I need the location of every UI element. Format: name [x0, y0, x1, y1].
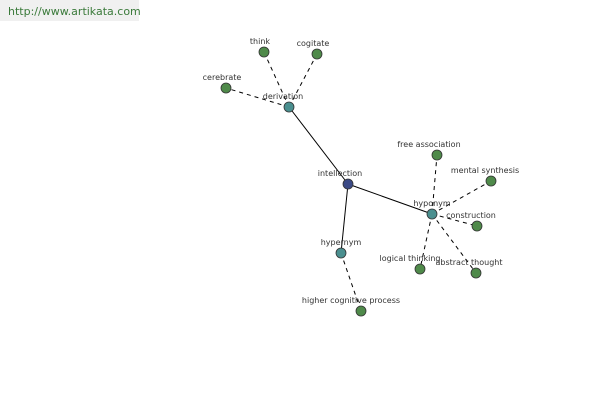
- graph-nodes: [220, 46, 497, 317]
- edge-intellection-hypernym: [340, 183, 349, 254]
- term-label-logical-thinking: logical thinking: [380, 254, 441, 263]
- edge-intellection-hyponym: [347, 183, 433, 215]
- edge-derivation-cogitate: [288, 53, 318, 108]
- graph-labels: intellection derivation hyponym hypernym thi…: [203, 37, 519, 305]
- term-node-cerebrate[interactable]: [220, 82, 232, 94]
- edge-hyponym-free-association: [431, 154, 438, 215]
- term-label-cerebrate: cerebrate: [203, 73, 242, 82]
- term-node-think[interactable]: [258, 46, 270, 58]
- term-node-mental-synthesis[interactable]: [485, 175, 497, 187]
- term-label-construction: construction: [446, 211, 496, 220]
- term-label-abstract-thought: abstract thought: [435, 258, 502, 267]
- term-node-free-association[interactable]: [431, 149, 443, 161]
- term-label-cogitate: cogitate: [297, 39, 330, 48]
- term-node-higher-cognitive-process[interactable]: [355, 305, 367, 317]
- edge-hypernym-higher-cognitive-process: [340, 252, 362, 312]
- term-node-construction[interactable]: [471, 220, 483, 232]
- site-url-banner: http://www.artikata.com: [0, 0, 141, 21]
- relation-label-hypernym: hypernym: [321, 238, 362, 247]
- root-label-intellection: intellection: [318, 169, 362, 178]
- edge-derivation-think: [263, 51, 290, 108]
- term-node-cogitate[interactable]: [311, 48, 323, 60]
- relation-node-hypernym[interactable]: [335, 247, 347, 259]
- relation-node-derivation[interactable]: [283, 101, 295, 113]
- site-url-text[interactable]: http://www.artikata.com: [8, 5, 141, 18]
- term-label-think: think: [250, 37, 271, 46]
- relation-label-derivation: derivation: [263, 92, 303, 101]
- edge-hyponym-logical-thinking: [419, 213, 433, 270]
- relation-node-hyponym[interactable]: [426, 208, 438, 220]
- relation-label-hyponym: hyponym: [413, 199, 451, 208]
- graph-edges: [225, 51, 492, 312]
- edge-derivation-cerebrate: [225, 87, 290, 108]
- edge-hyponym-mental-synthesis: [431, 180, 492, 215]
- term-label-free-association: free association: [397, 140, 460, 149]
- term-label-mental-synthesis: mental synthesis: [451, 166, 519, 175]
- term-label-higher-cognitive-process: higher cognitive process: [302, 296, 400, 305]
- term-node-logical-thinking[interactable]: [414, 263, 426, 275]
- term-node-abstract-thought[interactable]: [470, 267, 482, 279]
- root-node-intellection[interactable]: [342, 178, 354, 190]
- edge-intellection-derivation: [288, 106, 349, 185]
